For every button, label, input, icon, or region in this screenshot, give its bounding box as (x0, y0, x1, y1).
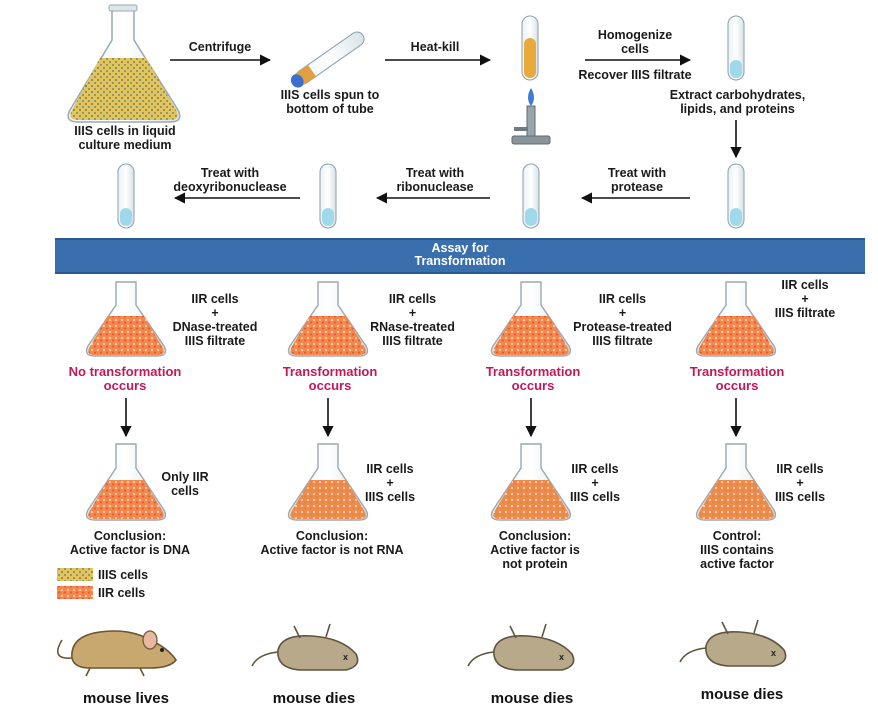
conclusion-label-2: Conclusion:Active factor is not RNA (260, 529, 404, 557)
tube-protease (727, 163, 745, 229)
mouse-dead-icon-2: x (467, 623, 575, 671)
mouse-label-4: mouse dies (700, 686, 784, 703)
extract-label: Extract carbohydrates,lipids, and protei… (669, 88, 806, 116)
svg-text:x: x (343, 652, 348, 662)
mouse-label-2: mouse dies (272, 690, 356, 707)
legend-swatch-iir (57, 586, 93, 599)
spun-tube (290, 31, 365, 88)
svg-text:x: x (771, 648, 776, 658)
legend-swatch-iiis (57, 568, 93, 581)
conclusion-label-1: Conclusion:Active factor is DNA (69, 529, 191, 557)
mouse-dead-icon-1: x (251, 623, 359, 671)
flask-mix-control (695, 281, 777, 357)
culture-flask (67, 4, 181, 123)
mouse-label-3: mouse dies (490, 690, 574, 707)
filtrate-tube (727, 15, 745, 81)
flask-mix-rnase (287, 281, 369, 357)
outcome-label-3: IIR cells+IIIS cells (569, 462, 621, 504)
outcome-label-4: IIR cells+IIIS cells (774, 462, 826, 504)
tube-dnase-treated (117, 163, 135, 229)
recover-label: Recover IIIS filtrate (578, 68, 692, 82)
mouse-label-1: mouse lives (83, 690, 169, 707)
flask-outcome-3 (490, 443, 572, 521)
mouse-alive-icon (56, 630, 177, 677)
legend-label-iiis: IIIS cells (98, 568, 149, 582)
centrifuge-label: Centrifuge (188, 40, 252, 54)
flask-mix-protease (490, 281, 572, 357)
flask-outcome-2 (287, 443, 369, 521)
bunsen-burner-icon (511, 88, 551, 145)
flask-mix-dnase (85, 281, 167, 357)
svg-text:x: x (559, 652, 564, 662)
tube-ribonuclease-input (522, 163, 540, 229)
tube-deoxy-input (319, 163, 337, 229)
flask-outcome-1 (85, 443, 167, 521)
mix-label-4: IIR cells+IIIS filtrate (774, 278, 836, 320)
outcome-label-2: IIR cells+IIIS cells (364, 462, 416, 504)
mouse-dead-icon-3: x (679, 619, 787, 667)
heat-kill-label: Heat-kill (410, 40, 460, 54)
legend-label-iir: IIR cells (98, 586, 146, 600)
heated-tube (521, 15, 539, 81)
flask-outcome-4 (695, 443, 777, 521)
